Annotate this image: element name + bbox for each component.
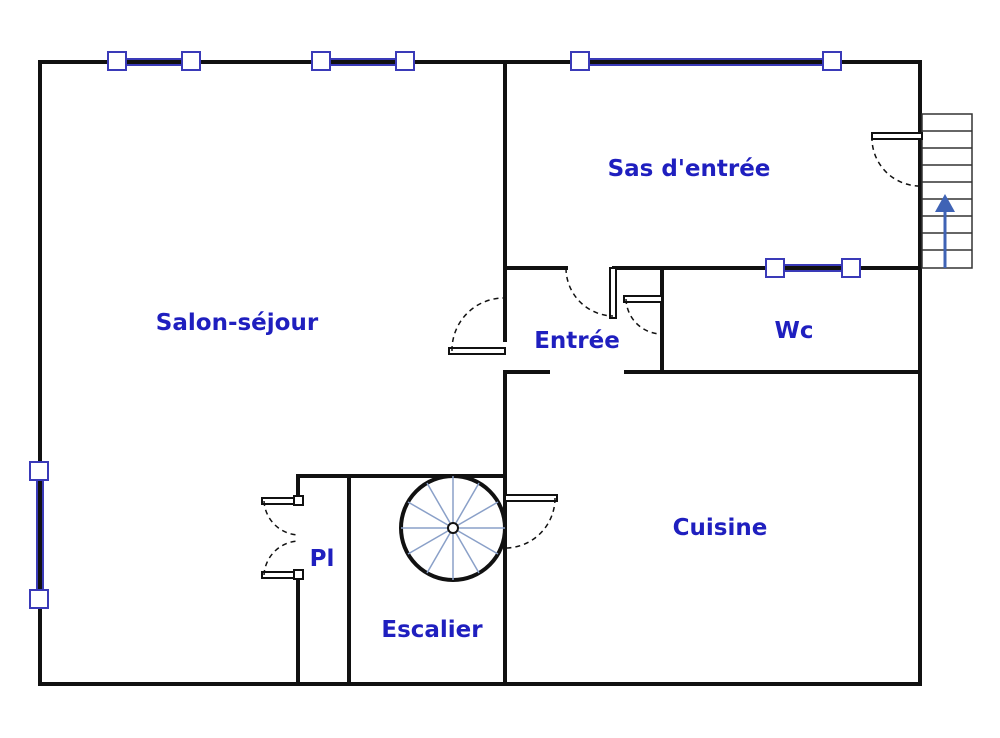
- window-icon: [107, 51, 201, 71]
- room-label-sas: Sas d'entrée: [608, 156, 771, 182]
- window-icon: [570, 51, 842, 71]
- door-icon: [448, 297, 506, 355]
- window-icon: [311, 51, 415, 71]
- room-label-salon: Salon-séjour: [156, 310, 319, 336]
- door-icon: [565, 267, 617, 319]
- room-label-pl: Pl: [310, 546, 335, 572]
- room-label-entree: Entrée: [534, 328, 620, 354]
- door-icon: [504, 494, 558, 549]
- door-icon: [623, 295, 663, 335]
- spiral-staircase-icon: [399, 474, 507, 582]
- room-label-escalier: Escalier: [381, 617, 483, 643]
- room-label-wc: Wc: [774, 318, 813, 344]
- window-icon: [765, 258, 861, 278]
- room-label-cuisine: Cuisine: [673, 515, 768, 541]
- window-icon: [29, 461, 49, 609]
- door-icon: [261, 495, 304, 536]
- exterior-stair: [921, 113, 973, 269]
- windows: [29, 51, 861, 609]
- stair-arrow-icon: [935, 194, 955, 268]
- doors: [261, 132, 923, 580]
- door-icon: [871, 132, 923, 187]
- door-icon: [261, 540, 304, 580]
